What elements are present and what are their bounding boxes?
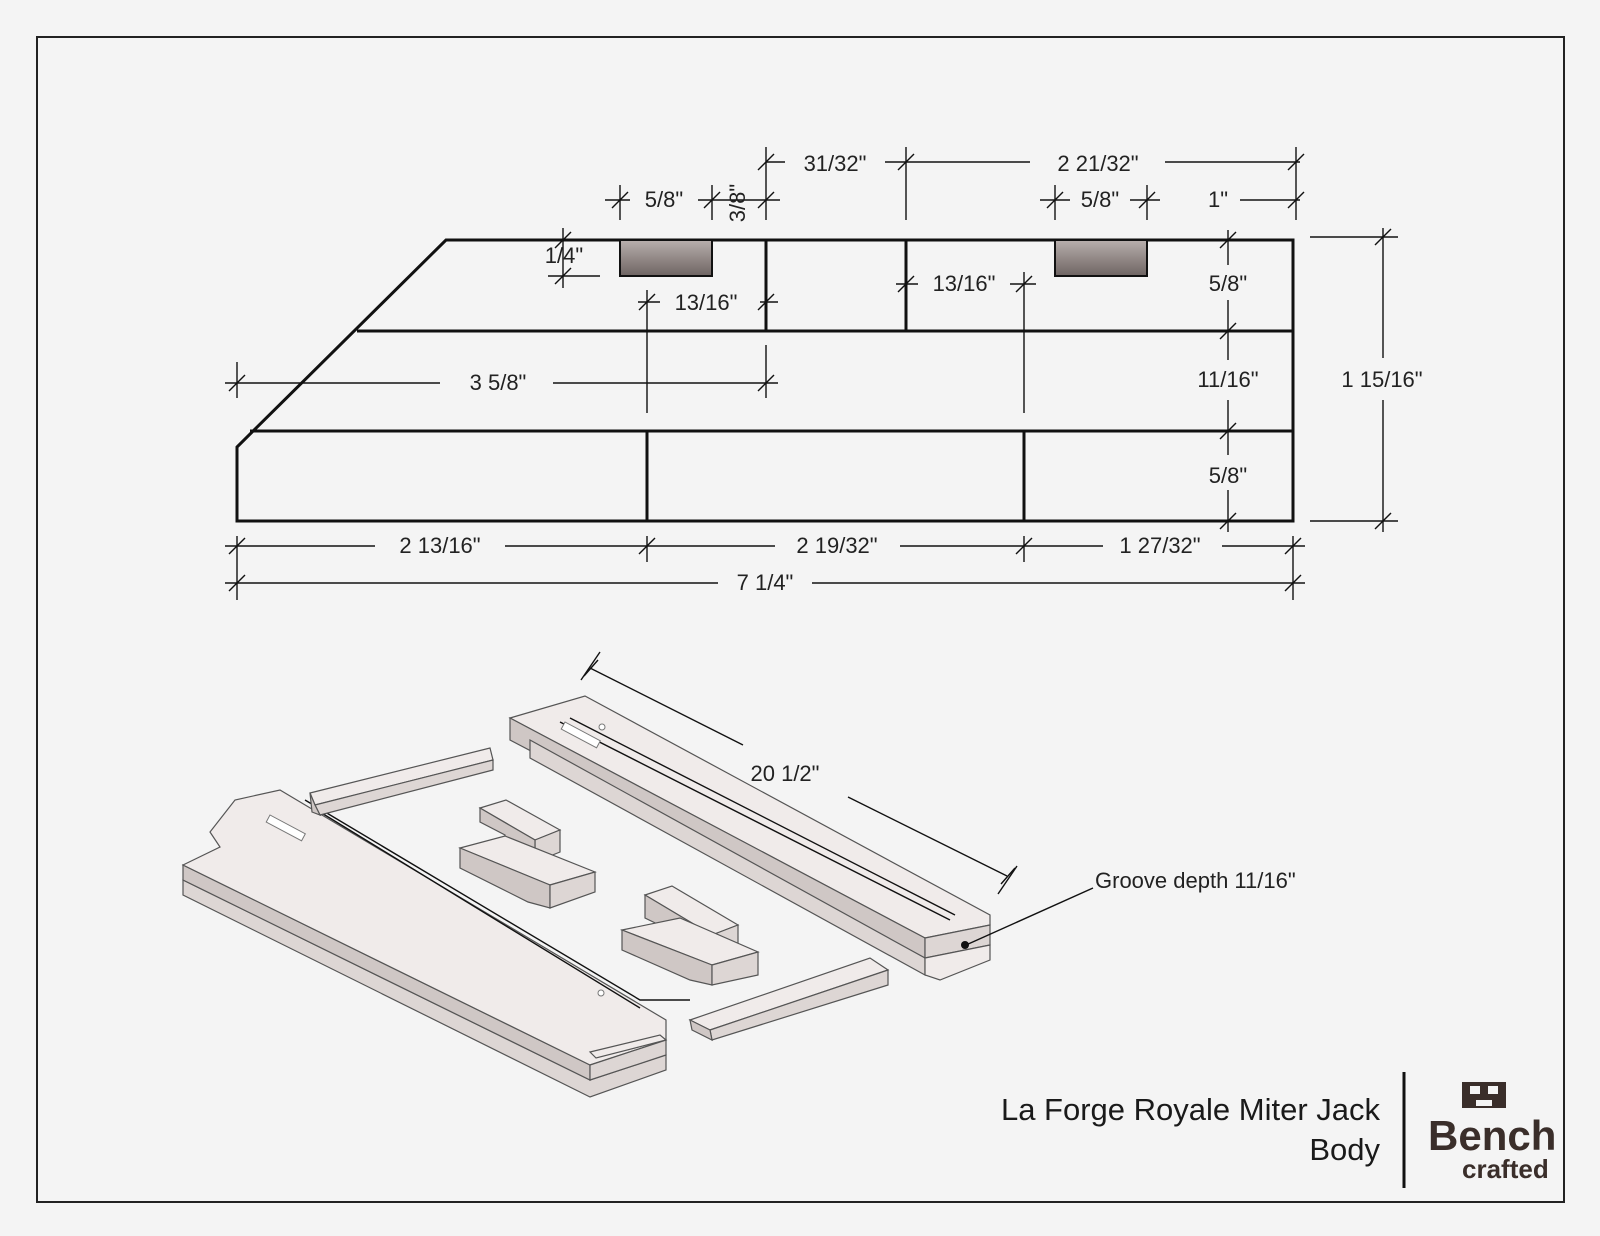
dim-5-8-top-layer: 5/8" <box>1209 271 1247 296</box>
logo-word-crafted: crafted <box>1462 1154 1549 1184</box>
dimension-lines <box>225 147 1398 600</box>
profile-outline <box>235 238 1295 523</box>
left-rail <box>181 789 690 1098</box>
stepped-block-lower <box>619 885 760 986</box>
dim-1-27-32: 1 27/32" <box>1119 533 1200 558</box>
dim-11-16: 11/16" <box>1197 367 1258 392</box>
logo-word-bench: Bench <box>1428 1112 1556 1159</box>
right-cross-bar <box>688 957 890 1042</box>
dim-31-32: 31/32" <box>804 151 867 176</box>
dim-1: 1" <box>1208 187 1228 212</box>
drawing-title: La Forge Royale Miter Jack <box>1001 1092 1381 1127</box>
dim-overall-width: 7 1/4" <box>737 570 794 595</box>
groove-inlay-right <box>1054 239 1148 277</box>
dim-20-1-2: 20 1/2" <box>751 761 820 786</box>
dim-3-8: 3/8" <box>725 184 750 222</box>
drawing-subtitle: Body <box>1309 1132 1380 1167</box>
dimension-labels: 31/32" 2 21/32" 5/8" 3/8" 5/8" 1" 1/4" 1… <box>399 151 1422 595</box>
dim-overall-height: 1 15/16" <box>1341 367 1422 392</box>
isometric-parts: 20 1/2" Groove depth 11/16" <box>181 651 1296 1098</box>
sheet-border <box>36 36 1565 1203</box>
dim-3-5-8: 3 5/8" <box>470 370 527 395</box>
right-rail <box>508 695 991 981</box>
title-block: La Forge Royale Miter Jack Body Bench cr… <box>1001 1072 1556 1188</box>
stepped-block-upper <box>458 799 597 909</box>
dim-2-13-16: 2 13/16" <box>399 533 480 558</box>
cross-section-profile <box>235 238 1295 523</box>
dim-13-16-mid: 13/16" <box>933 271 996 296</box>
dim-5-8-left-groove: 5/8" <box>645 187 683 212</box>
dim-13-16-left: 13/16" <box>675 290 738 315</box>
dim-1-4: 1/4" <box>545 243 583 268</box>
benchcrafted-logo: Bench crafted <box>1428 1082 1556 1184</box>
dim-5-8-bottom-layer: 5/8" <box>1209 463 1247 488</box>
groove-inlay-left <box>619 239 713 277</box>
groove-depth-note: Groove depth 11/16" <box>1095 868 1296 893</box>
dim-5-8-right-groove: 5/8" <box>1081 187 1119 212</box>
dim-2-19-32: 2 19/32" <box>796 533 877 558</box>
dim-2-21-32: 2 21/32" <box>1057 151 1138 176</box>
left-cross-bar <box>309 747 494 817</box>
